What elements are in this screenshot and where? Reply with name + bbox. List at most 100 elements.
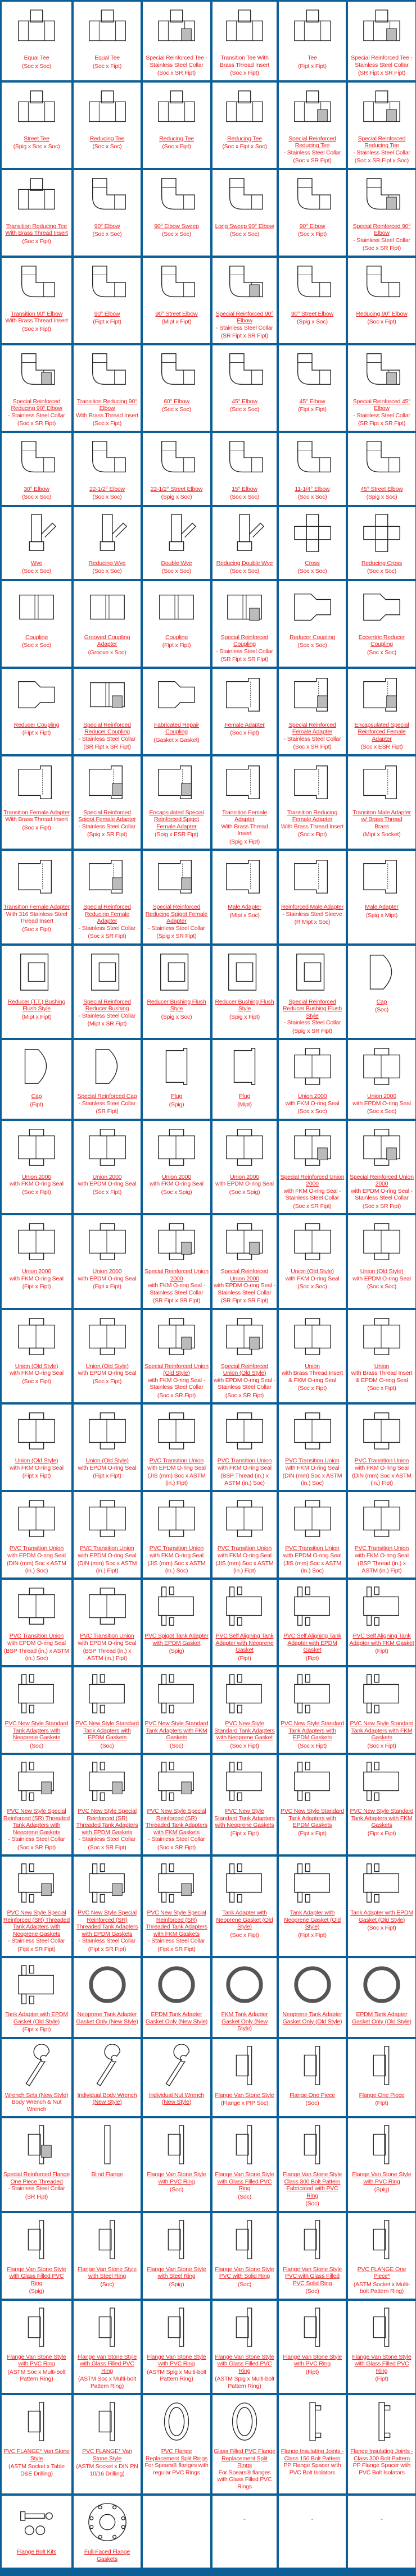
product-name-link[interactable]: Flange Van Stone Style Class 300 Bolt Pa… bbox=[282, 2171, 342, 2199]
union-icon[interactable] bbox=[355, 1219, 409, 1265]
product-name-link[interactable]: Special Reinforced Union 2000 bbox=[280, 1173, 345, 1188]
plug-icon[interactable] bbox=[218, 1043, 272, 1089]
product-cell[interactable]: Union (Old Style)with EPDM O-ring Seal(S… bbox=[348, 1215, 415, 1308]
product-name-link[interactable]: Reducing Tee bbox=[89, 135, 125, 142]
product-cell[interactable]: Special Reinforced Reducing 90° Elbow- S… bbox=[2, 345, 71, 431]
flange-reinforced-icon[interactable] bbox=[10, 2122, 64, 2168]
product-name-link[interactable]: 45° Elbow bbox=[232, 398, 257, 405]
bushing-icon[interactable] bbox=[286, 949, 340, 995]
product-name-link[interactable]: Special Reinforced Spigot Female Adapter bbox=[78, 809, 136, 823]
product-cell[interactable]: Reducer Bushing Flush Style(Spig x Soc) bbox=[143, 945, 210, 1038]
product-name-link[interactable]: Male Adapter bbox=[228, 904, 261, 910]
tank-adapter-reinforced-icon[interactable] bbox=[150, 1758, 204, 1804]
product-cell[interactable]: Fabricated Repair Coupling(Gasket x Gask… bbox=[143, 668, 210, 754]
product-cell[interactable]: Flange Van Stone Style with Glass Filled… bbox=[212, 2300, 277, 2393]
product-cell[interactable]: Special Reinforced Reducing Spigot Femal… bbox=[143, 851, 210, 943]
product-cell[interactable]: Reducing 90° Elbow(Soc x Fipt) bbox=[348, 257, 415, 343]
product-name-link[interactable]: Plug bbox=[170, 1093, 183, 1100]
product-name-link[interactable]: Reinforced Male Adapter bbox=[281, 904, 343, 910]
tee-threaded-icon[interactable] bbox=[80, 5, 134, 51]
product-cell[interactable]: 11-1/4° Elbow(Soc x Soc) bbox=[279, 432, 346, 505]
product-cell[interactable]: Flange Van Stone Style with Glass Filled… bbox=[74, 2300, 141, 2393]
product-cell[interactable]: Union (Old Style)with FKM O-ring Seal(So… bbox=[279, 1215, 346, 1308]
product-cell[interactable]: PVC FLANGE One Piece*(ASTM Socket x Mult… bbox=[348, 2213, 415, 2299]
product-name-link[interactable]: Coupling bbox=[25, 633, 48, 641]
product-name-link[interactable]: Flange Van Stone Style with Glass Filled… bbox=[7, 2265, 66, 2287]
elbow-sweep-icon[interactable] bbox=[218, 174, 272, 220]
tank-adapter-icon[interactable] bbox=[150, 1583, 204, 1629]
product-cell[interactable]: Flange One Piece(Soc) bbox=[279, 2039, 346, 2116]
tank-adapter-reinforced-icon[interactable] bbox=[10, 1860, 64, 1906]
flange-icon[interactable] bbox=[286, 2042, 340, 2089]
product-cell[interactable]: Full-Faced Flange Gaskets bbox=[74, 2496, 141, 2568]
product-cell[interactable]: Reducer (T.T.) Bushing Flush Style(Mipt … bbox=[2, 945, 71, 1038]
product-cell[interactable]: Flange Van Stone Style with Glass Filled… bbox=[348, 2300, 415, 2393]
cross-icon[interactable] bbox=[355, 510, 409, 557]
product-name-link[interactable]: Flange Van Stone Style with Steel Ring bbox=[77, 2265, 137, 2280]
cap-icon[interactable] bbox=[10, 1043, 64, 1089]
product-cell[interactable]: 90° Elbow(Soc x Fipt) bbox=[279, 170, 346, 256]
union-reinforced-icon[interactable] bbox=[218, 1219, 272, 1265]
union-icon[interactable] bbox=[150, 1496, 204, 1542]
gasket-ring-icon[interactable] bbox=[80, 1962, 134, 2008]
tank-adapter-icon[interactable] bbox=[218, 1758, 272, 1804]
product-name-link[interactable]: Special Reinforced 90° Elbow bbox=[215, 310, 274, 325]
male-adapter-icon[interactable] bbox=[355, 760, 409, 806]
union-icon[interactable] bbox=[286, 1408, 340, 1454]
tank-adapter-icon[interactable] bbox=[286, 1758, 340, 1804]
coupling-icon[interactable] bbox=[10, 585, 64, 631]
elbow-22-icon[interactable] bbox=[150, 436, 204, 482]
product-name-link[interactable]: 30° Elbow bbox=[24, 485, 49, 493]
tank-adapter-icon[interactable] bbox=[355, 1860, 409, 1906]
union-icon[interactable] bbox=[80, 1583, 134, 1629]
female-adapter-icon[interactable] bbox=[286, 760, 340, 806]
elbow-15-icon[interactable] bbox=[218, 436, 272, 482]
product-cell[interactable]: Tank Adapter with EPDM Gasket (Old Style… bbox=[2, 1958, 71, 2037]
product-cell[interactable]: Flange Van Stone Style with PVC Ring(AST… bbox=[2, 2300, 71, 2393]
female-adapter-icon[interactable] bbox=[10, 854, 64, 900]
product-cell[interactable]: Flange Van Stone Style(Flange x PIP Soc) bbox=[212, 2039, 277, 2116]
product-cell[interactable]: Street Tee(Spig x Soc x Soc) bbox=[2, 82, 71, 168]
product-cell[interactable]: Reducing Cross(Soc x Soc) bbox=[348, 507, 415, 579]
product-cell[interactable]: Flange Van Stone Style with PVC Ring(Spi… bbox=[348, 2118, 415, 2211]
product-name-link[interactable]: Flange Van Stone Style with Steel Ring bbox=[147, 2265, 206, 2280]
product-name-link[interactable]: Transiton Male Adapter w/ Brass Thread bbox=[352, 809, 411, 823]
product-name-link[interactable]: PVC Transition Union bbox=[354, 1457, 409, 1464]
product-name-link[interactable]: PVC New Style Standard Tank Adapters wit… bbox=[350, 1808, 414, 1829]
product-cell[interactable]: Union (Old Style)with EPDM O-ring Seal(S… bbox=[74, 1310, 141, 1402]
product-name-link[interactable]: EPDM Tank Adapter Gasket Only (New Style… bbox=[145, 2011, 208, 2025]
product-cell[interactable]: Special Reinforced Union (Old Style)with… bbox=[143, 1310, 210, 1402]
split-ring-icon[interactable] bbox=[218, 2399, 272, 2445]
product-cell[interactable]: Special Reinforced 90° Elbow- Stainless … bbox=[212, 257, 277, 343]
union-icon[interactable] bbox=[286, 1219, 340, 1265]
product-name-link[interactable]: PVC Self Aligning Tank Adapter with FKM … bbox=[349, 1633, 414, 1647]
product-name-link[interactable]: Reducing Cross bbox=[361, 559, 402, 567]
product-name-link[interactable]: Tee bbox=[308, 54, 317, 61]
product-name-link[interactable]: PVC New Style Standard Tank Adapters wit… bbox=[75, 1720, 139, 1741]
product-name-link[interactable]: PVC New Style Special Reinforced (SR) Th… bbox=[3, 1808, 70, 1836]
product-name-link[interactable]: PVC Transition Union bbox=[149, 1457, 204, 1464]
product-cell[interactable]: Tank Adapter with EPDM Gasket (Old Style… bbox=[348, 1857, 415, 1956]
product-name-link[interactable]: Flange Bolt Kits bbox=[16, 2548, 57, 2555]
product-name-link[interactable]: PVC Flange Replacement Split Rings bbox=[145, 2448, 208, 2462]
product-name-link[interactable]: PVC New Style Special Reinforced (SR) Th… bbox=[76, 1909, 138, 1937]
product-cell[interactable]: Tank Adapter with Neoprene Gasket (Old S… bbox=[279, 1857, 346, 1956]
product-name-link[interactable]: Reducer (T.T.) Bushing Flush Style bbox=[7, 998, 66, 1013]
product-cell[interactable]: 90° Elbow(Soc x Soc) bbox=[74, 170, 141, 256]
product-cell[interactable]: Flange Insulating Joints - Class 300 Bol… bbox=[348, 2395, 415, 2493]
product-cell[interactable]: Cap(Soc) bbox=[348, 945, 415, 1038]
elbow-11-icon[interactable] bbox=[286, 436, 340, 482]
product-name-link[interactable]: Union 2000 bbox=[367, 1093, 396, 1100]
elbow-90-icon[interactable] bbox=[355, 261, 409, 307]
product-cell[interactable]: 60° Elbow(Soc x Soc) bbox=[143, 345, 210, 431]
product-name-link[interactable]: Flange Van Stone Style with Glass Filled… bbox=[77, 2353, 137, 2374]
